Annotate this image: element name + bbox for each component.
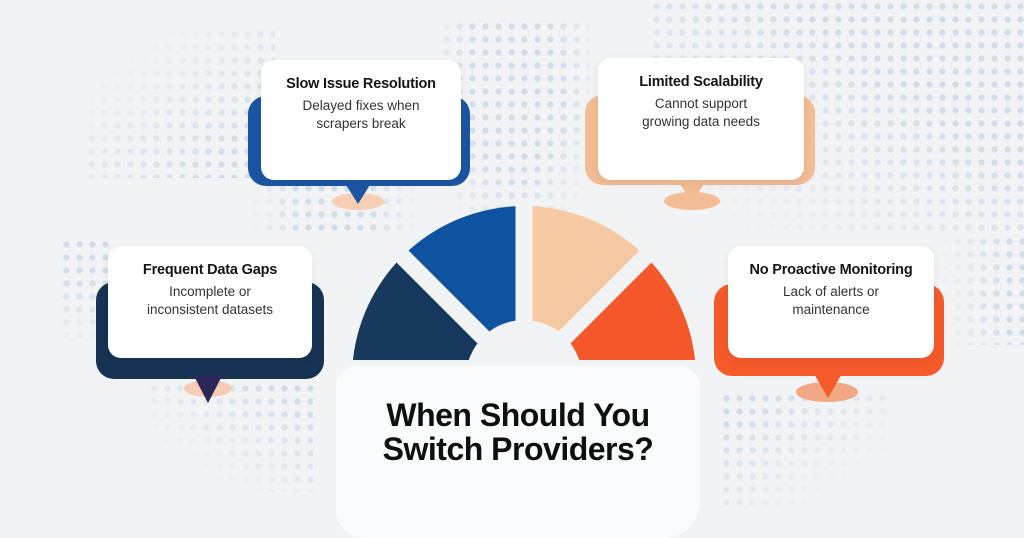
gauge-segment-blue [402, 206, 524, 337]
callout-body: Lack of alerts or maintenance [728, 283, 934, 319]
callout-card: Slow Issue Resolution Delayed fixes when… [261, 60, 461, 180]
callout-pointer-tail [343, 180, 373, 204]
callout-body-line-1: Lack of alerts or [782, 284, 880, 299]
gauge-segment-navy [353, 256, 483, 360]
callout-card: No Proactive Monitoring Lack of alerts o… [728, 246, 934, 358]
callout-body-line-1: Delayed fixes when [302, 98, 420, 113]
callout-body: Delayed fixes when scrapers break [261, 97, 461, 133]
callout-body-line-2: growing data needs [642, 114, 760, 130]
gauge-segment-orange [565, 256, 695, 360]
callout-body: Incomplete or inconsistent datasets [108, 283, 312, 319]
callout-body: Cannot support growing data needs [598, 95, 804, 131]
callout-card: Frequent Data Gaps Incomplete or inconsi… [108, 246, 312, 358]
callout-title: Frequent Data Gaps [142, 262, 278, 278]
gauge-segment-gaps [391, 198, 657, 353]
gauge-segment-peach [524, 206, 646, 337]
callout-title: Slow Issue Resolution [286, 76, 436, 92]
dot-pattern-mid-left [250, 182, 420, 237]
callout-body-line-2: maintenance [792, 302, 870, 318]
center-highlight-panel [336, 366, 700, 538]
gauge-chart [330, 186, 720, 360]
callout-pointer-tail [194, 376, 222, 403]
dot-pattern-upper-left [85, 28, 275, 178]
callout-title: Limited Scalability [639, 74, 763, 90]
callout-body-line-1: Incomplete or [169, 284, 251, 299]
callout-card: Limited Scalability Cannot support growi… [598, 58, 804, 180]
callout-body-line-2: scrapers break [316, 116, 406, 132]
callout-body-line-1: Cannot support [654, 96, 748, 111]
callout-pointer-tail [813, 372, 843, 398]
dot-pattern-bottom-right [720, 392, 890, 512]
page-title: When Should You Switch Providers? [336, 398, 700, 466]
page-title-line-1: When Should You [386, 397, 650, 433]
dot-pattern-bottom-left [148, 382, 313, 492]
page-title-line-2: Switch Providers? [382, 431, 654, 467]
callout-pointer-tail [677, 179, 707, 203]
callout-body-line-2: inconsistent datasets [146, 302, 274, 318]
callout-title: No Proactive Monitoring [749, 262, 913, 278]
